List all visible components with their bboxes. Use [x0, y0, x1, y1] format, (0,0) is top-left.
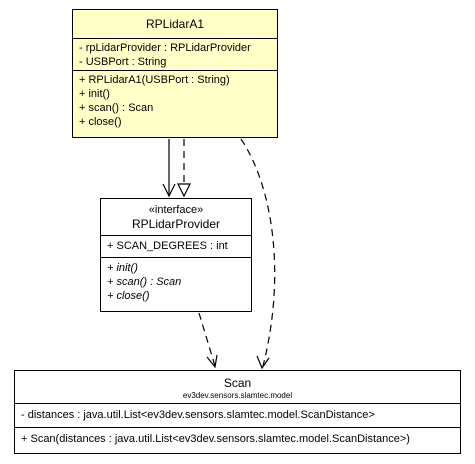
class-header: «interface» RPLidarProvider [101, 199, 251, 235]
operation: + init() [79, 88, 110, 100]
realization-edge [177, 139, 191, 198]
operation: + scan() : Scan [107, 276, 182, 288]
operation: + close() [107, 290, 150, 302]
operation: + close() [79, 116, 122, 128]
class-rplidara1[interactable]: RPLidarA1 - rpLidarProvider : RPLidarPro… [72, 9, 278, 138]
class-name: RPLidarA1 [145, 16, 205, 31]
operation: + init() [107, 262, 138, 274]
attribute: - distances : java.util.List<ev3dev.sens… [21, 409, 375, 421]
operations-section: + Scan(distances : java.util.List<ev3dev… [15, 427, 460, 446]
operation: + Scan(distances : java.util.List<ev3dev… [21, 433, 410, 445]
operations-section: + RPLidarA1(USBPort : String) + init() +… [73, 70, 277, 129]
class-name: Scan [223, 376, 252, 390]
interface-rplidarprovider[interactable]: «interface» RPLidarProvider + SCAN_DEGRE… [100, 198, 252, 312]
dependency-edge-rplidar-scan [240, 138, 276, 370]
association-edge [162, 139, 176, 198]
attributes-section: - rpLidarProvider : RPLidarProvider - US… [73, 38, 277, 70]
attribute: + SCAN_DEGREES : int [107, 240, 228, 252]
package-label: ev3dev.sensors.slamtec.model [182, 391, 293, 400]
attributes-section: - distances : java.util.List<ev3dev.sens… [15, 403, 460, 427]
dependency-edge-provider-scan [198, 312, 218, 369]
operations-section: + init() + scan() : Scan + close() [101, 257, 251, 303]
attribute: - rpLidarProvider : RPLidarProvider [79, 42, 251, 54]
class-header: Scan ev3dev.sensors.slamtec.model [15, 371, 460, 403]
attributes-section: + SCAN_DEGREES : int [101, 235, 251, 257]
attribute: - USBPort : String [79, 56, 167, 68]
stereotype-label: «interface» [148, 204, 204, 216]
class-scan[interactable]: Scan ev3dev.sensors.slamtec.model - dist… [14, 370, 461, 454]
class-header: RPLidarA1 [73, 10, 277, 38]
operation: + RPLidarA1(USBPort : String) [79, 74, 230, 86]
operation: + scan() : Scan [79, 102, 154, 114]
class-name: RPLidarProvider [131, 217, 221, 231]
